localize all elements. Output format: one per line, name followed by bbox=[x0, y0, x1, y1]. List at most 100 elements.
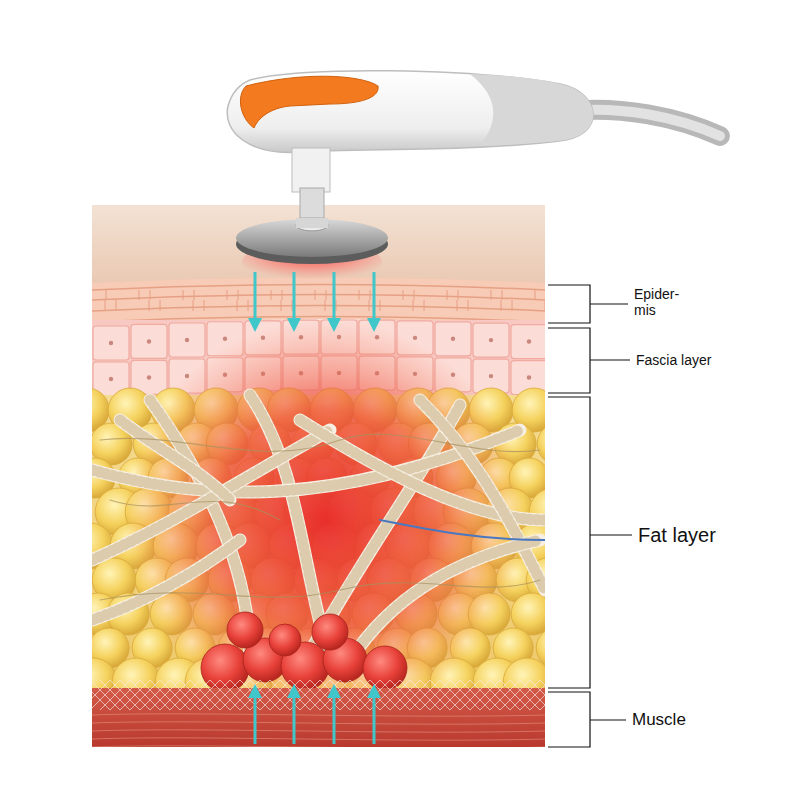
epidermis-band-part-part bbox=[414, 290, 415, 300]
fascia-cells-part bbox=[451, 337, 455, 341]
heated-globules-part bbox=[363, 646, 407, 690]
epidermis-band-part-part bbox=[183, 290, 184, 300]
connective-fibers bbox=[92, 395, 545, 670]
energy-arrows-part bbox=[248, 318, 262, 332]
fascia-cells-part bbox=[489, 374, 493, 378]
connective-fibers-part bbox=[350, 540, 540, 660]
epidermis-band-part-part bbox=[281, 300, 282, 311]
fascia-cells-part bbox=[527, 339, 531, 343]
epidermis-band-part-part bbox=[194, 290, 195, 300]
epidermis-band-part-part bbox=[271, 290, 272, 300]
connective-fibers-part bbox=[350, 540, 540, 660]
fascia-cells-part bbox=[489, 338, 493, 342]
muscle-mesh-part bbox=[92, 680, 120, 710]
layer-label: Muscle bbox=[632, 710, 686, 730]
energy-arrows-part bbox=[287, 684, 301, 698]
connective-fibers-part bbox=[100, 580, 540, 600]
epidermis-band-part-part bbox=[403, 290, 404, 300]
energy-arrows-part bbox=[248, 684, 262, 698]
connective-fibers-part bbox=[300, 420, 545, 520]
stem bbox=[292, 148, 330, 192]
epidermis-band bbox=[92, 278, 545, 326]
epidermis-band-part-part bbox=[292, 300, 293, 311]
tissue-section bbox=[92, 205, 545, 747]
handle-body bbox=[227, 71, 593, 153]
connective-fibers-part bbox=[300, 420, 545, 520]
leader-line bbox=[590, 303, 628, 304]
muscle-mesh-part bbox=[530, 680, 545, 710]
epidermis-band-part-part bbox=[458, 290, 459, 300]
fascia-cells-part bbox=[109, 341, 113, 345]
epidermis-band-part-part bbox=[106, 290, 107, 300]
epidermis-band-part-part bbox=[149, 300, 150, 311]
epidermis-band-part-part bbox=[501, 300, 502, 311]
fat-globules-part bbox=[537, 423, 545, 465]
fascia-cells-part bbox=[223, 337, 227, 341]
layer-label: Fat layer bbox=[638, 524, 716, 547]
muscle-mesh-part bbox=[540, 680, 545, 710]
leader-line bbox=[590, 534, 632, 535]
muscle-mesh-part bbox=[520, 680, 545, 710]
probe-disc bbox=[236, 219, 388, 257]
epidermis-band-part-part bbox=[248, 300, 249, 311]
leader-line bbox=[590, 359, 630, 360]
connective-fibers-part bbox=[120, 420, 230, 500]
heated-globules-part bbox=[269, 624, 301, 656]
layer-label: Epider- mis bbox=[634, 286, 692, 318]
energy-arrows-part bbox=[327, 684, 341, 698]
fascia-cells-part bbox=[109, 377, 113, 381]
muscle-mesh-part bbox=[92, 738, 545, 740]
connective-fibers-part bbox=[100, 434, 540, 451]
epidermis-band-part-part bbox=[326, 290, 327, 300]
energy-arrows-part bbox=[293, 272, 296, 320]
bracket bbox=[548, 285, 590, 323]
muscle-mesh-part bbox=[92, 722, 545, 724]
energy-arrows-part bbox=[327, 318, 341, 332]
layer-label: Fascia layer bbox=[636, 352, 711, 368]
epidermis-band-part-part bbox=[150, 290, 151, 300]
fascia-cells-part bbox=[413, 336, 417, 340]
epidermis-band-part-part bbox=[193, 300, 194, 311]
layer-brackets bbox=[548, 285, 632, 747]
stem-neck bbox=[300, 188, 324, 218]
probe-collar bbox=[296, 218, 328, 228]
epidermis-band-part-part bbox=[139, 290, 140, 300]
connective-fibers-part bbox=[380, 520, 545, 540]
epidermis-band-part-part bbox=[457, 300, 458, 311]
bracket bbox=[548, 692, 590, 747]
fascia-cells-part bbox=[185, 338, 189, 342]
epidermis-band-part-part bbox=[413, 300, 414, 311]
epidermis-band-part-part bbox=[105, 300, 106, 311]
epidermis-band-part-part bbox=[359, 290, 360, 300]
fascia-cells-part bbox=[147, 375, 151, 379]
epidermis-band-part-part bbox=[336, 300, 337, 311]
fascia-cells-part bbox=[473, 323, 509, 357]
muscle-mesh-part bbox=[92, 714, 545, 716]
epidermis-band-part-part bbox=[512, 300, 513, 311]
bracket bbox=[548, 397, 590, 688]
energy-arrows-part bbox=[254, 272, 257, 320]
epidermis-band-part bbox=[92, 285, 545, 291]
epidermis-band-part-part bbox=[491, 290, 492, 300]
epidermis-band-part-part bbox=[468, 300, 469, 311]
epidermis-band-part-part bbox=[502, 290, 503, 300]
muscle-mesh-part bbox=[92, 680, 120, 710]
fascia-cells-part bbox=[511, 325, 545, 359]
epidermis-band-part-part bbox=[116, 300, 117, 311]
handpiece bbox=[227, 71, 720, 284]
epidermis-band-part-part bbox=[204, 300, 205, 311]
fascia-cells-part bbox=[527, 375, 531, 379]
bracket bbox=[548, 328, 590, 393]
connective-fibers-part bbox=[120, 420, 230, 500]
muscle-mesh-part bbox=[520, 680, 545, 710]
energy-arrows-part bbox=[287, 318, 301, 332]
energy-arrows-part bbox=[333, 272, 336, 320]
epidermis-band-part bbox=[105, 290, 545, 311]
energy-arrows bbox=[248, 272, 381, 744]
epidermis-band-part-part bbox=[424, 300, 425, 311]
probe-hub bbox=[296, 219, 328, 231]
handle-grip bbox=[470, 74, 593, 146]
connective-fibers-part bbox=[92, 540, 240, 620]
